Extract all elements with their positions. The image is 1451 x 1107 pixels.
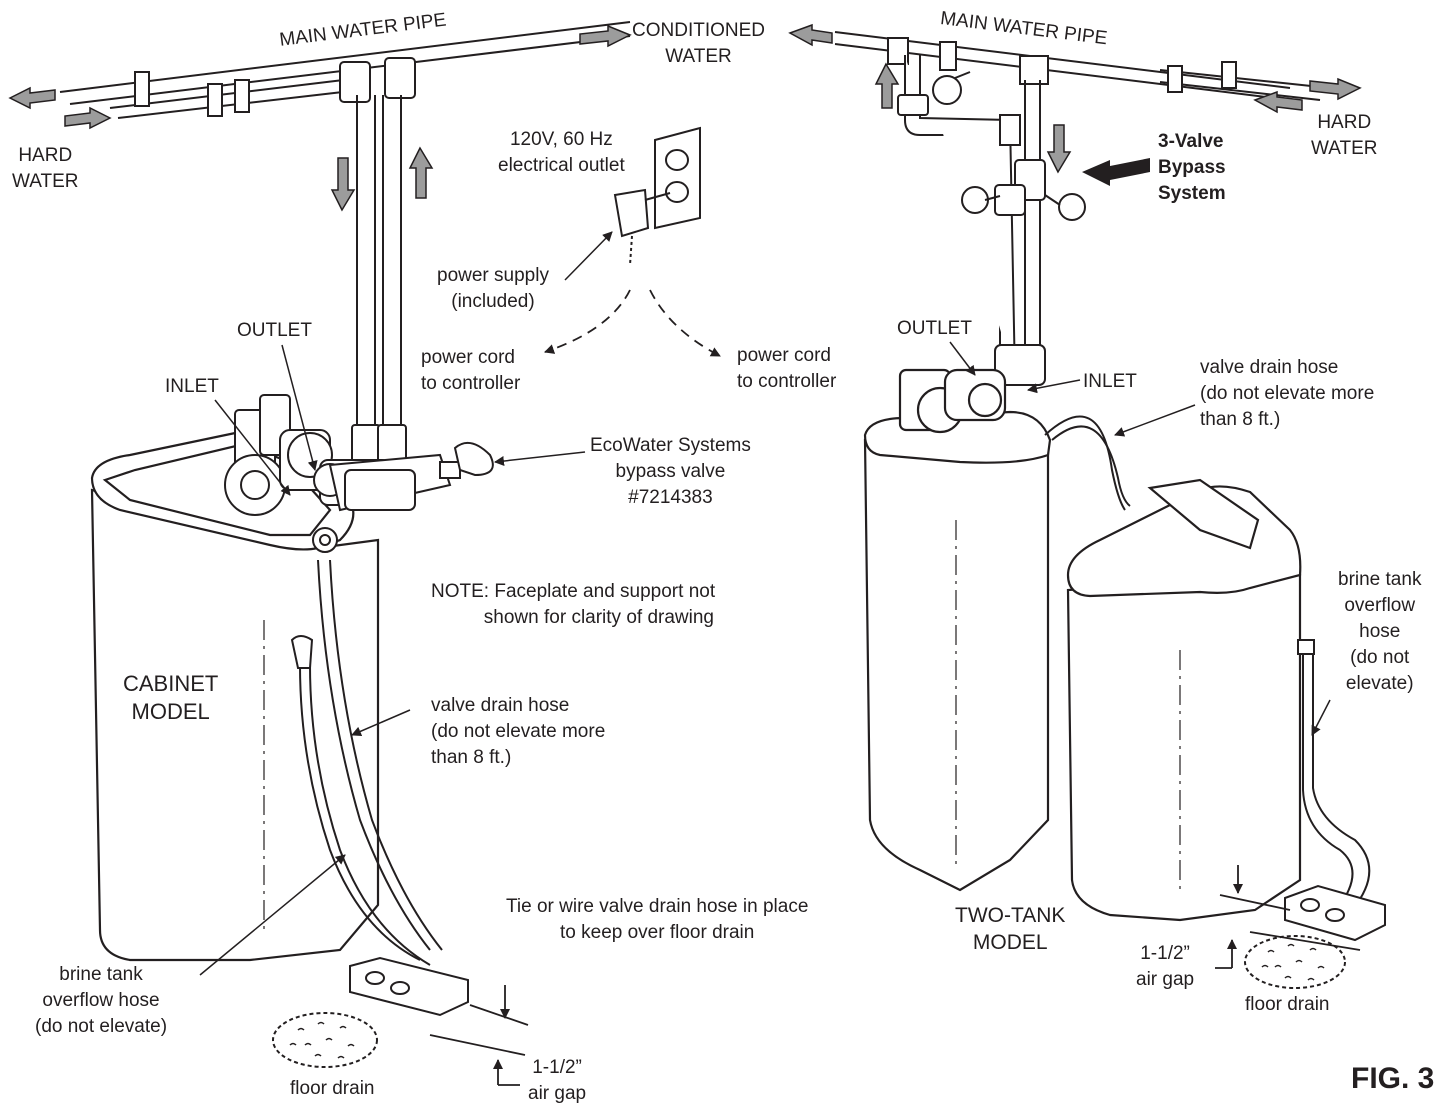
- power-supply-label: power supply (included): [437, 265, 549, 312]
- conditioned-water-label: CONDITIONED WATER: [632, 20, 765, 67]
- three-valve-bypass-label: 3-Valve Bypass System: [1158, 131, 1226, 204]
- three-valve-bypass: [897, 55, 1086, 386]
- bypass-valve-label: EcoWater Systems bypass valve #7214383: [590, 435, 751, 508]
- power-cord-dashes: [544, 289, 721, 357]
- floor-drain-left-icon: [272, 1012, 378, 1068]
- air-gap-right-dimension: [1215, 865, 1361, 969]
- floor-drain-left-label: floor drain: [290, 1078, 375, 1099]
- brine-overflow-right-label: brine tank overflow hose (do not elevate…: [1338, 569, 1422, 694]
- air-gap-left-label: 1-1/2” air gap: [528, 1057, 587, 1104]
- electrical-outlet: [613, 126, 701, 266]
- main-water-pipe-right: [834, 31, 1331, 101]
- bypass-valve-body: [312, 441, 494, 553]
- brine-tank: [1066, 478, 1302, 922]
- valve-drain-hose-right-label: valve drain hose (do not elevate more th…: [1200, 357, 1375, 430]
- air-gap-right-label: 1-1/2” air gap: [1136, 943, 1195, 990]
- leader-lines-left: [199, 231, 613, 976]
- tie-wire-label: Tie or wire valve drain hose in place to…: [506, 896, 809, 943]
- outlet-two-tank-label: OUTLET: [897, 318, 972, 339]
- brine-overflow-left-label: brine tank overflow hose (do not elevate…: [35, 964, 168, 1037]
- floor-drain-right-label: floor drain: [1245, 994, 1330, 1015]
- valve-drain-hose-left-label: valve drain hose (do not elevate more th…: [431, 695, 606, 768]
- leader-lines-right: [949, 341, 1331, 736]
- two-tank-hoses: [1044, 415, 1371, 911]
- outlet-cabinet-label: OUTLET: [237, 320, 312, 341]
- pipe-flow-arrows-left: [8, 24, 632, 130]
- pipe-flow-arrows-right: [788, 23, 1362, 174]
- hard-water-left-label: HARD WATER: [12, 145, 79, 192]
- bypass-arrow-icon: [1082, 158, 1150, 186]
- electrical-outlet-label: 120V, 60 Hz electrical outlet: [498, 129, 625, 176]
- air-gap-left-dimension: [429, 985, 529, 1086]
- main-water-pipe-left: [59, 21, 631, 119]
- inlet-two-tank-label: INLET: [1083, 371, 1137, 392]
- note-label: NOTE: Faceplate and support not shown fo…: [431, 581, 716, 628]
- cabinet-model-label: CABINET MODEL: [123, 671, 219, 724]
- riser-pipes-cabinet: [351, 95, 407, 466]
- two-tank-drain-block: [1284, 884, 1386, 942]
- inlet-cabinet-label: INLET: [165, 376, 219, 397]
- figure-number: FIG. 3: [1351, 1062, 1435, 1095]
- cabinet-unit: [90, 429, 380, 962]
- two-tank-unit: [863, 368, 1052, 892]
- riser-flow-arrows: [330, 146, 434, 212]
- power-cord-right-label: power cord to controller: [737, 345, 837, 392]
- cabinet-hoses: [290, 559, 443, 966]
- hard-water-right-label: HARD WATER: [1311, 112, 1378, 159]
- power-cord-left-label: power cord to controller: [421, 347, 521, 394]
- cabinet-drain-block: [349, 956, 469, 1017]
- floor-drain-right-icon: [1244, 935, 1346, 989]
- two-tank-model-label: TWO-TANK MODEL: [955, 904, 1066, 954]
